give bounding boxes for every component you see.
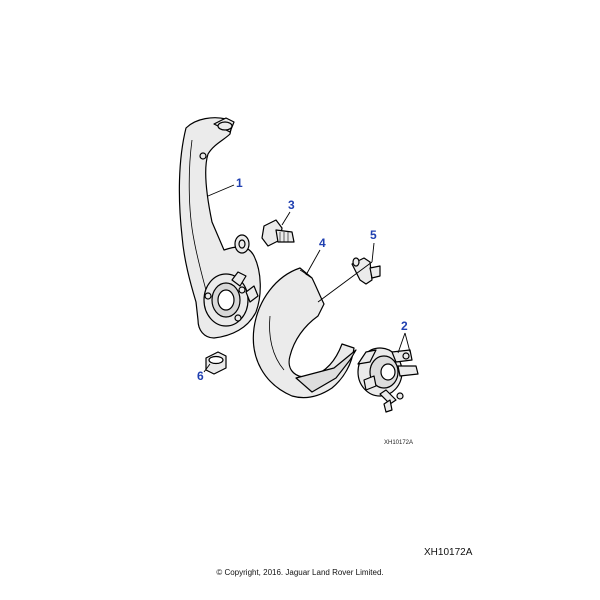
steering-knuckle-part bbox=[178, 117, 261, 339]
callout-6: 6 bbox=[197, 369, 204, 383]
callout-1: 1 bbox=[236, 176, 243, 190]
drawing-code-small: XH10172A bbox=[384, 440, 414, 446]
leader-line-5b bbox=[317, 261, 373, 303]
drawing-code-large: XH10172A bbox=[424, 547, 473, 558]
leader-line-4 bbox=[305, 249, 321, 276]
nut-part bbox=[205, 351, 227, 375]
leader-line-1 bbox=[207, 184, 235, 197]
callout-5: 5 bbox=[370, 228, 377, 242]
brake-shield-part bbox=[252, 267, 357, 399]
bolt-part bbox=[261, 219, 295, 247]
wheel-hub-part bbox=[357, 347, 419, 413]
leader-line-5 bbox=[371, 242, 375, 263]
clip-part bbox=[351, 257, 381, 285]
callout-2: 2 bbox=[401, 319, 408, 333]
leader-line-2a bbox=[397, 332, 406, 354]
leader-line-6 bbox=[203, 363, 211, 373]
leader-line-2b bbox=[404, 332, 411, 353]
leader-line-3 bbox=[281, 211, 291, 226]
copyright-notice: © Copyright, 2016. Jaguar Land Rover Lim… bbox=[216, 568, 384, 577]
callout-3: 3 bbox=[288, 198, 295, 212]
callout-4: 4 bbox=[319, 236, 326, 250]
